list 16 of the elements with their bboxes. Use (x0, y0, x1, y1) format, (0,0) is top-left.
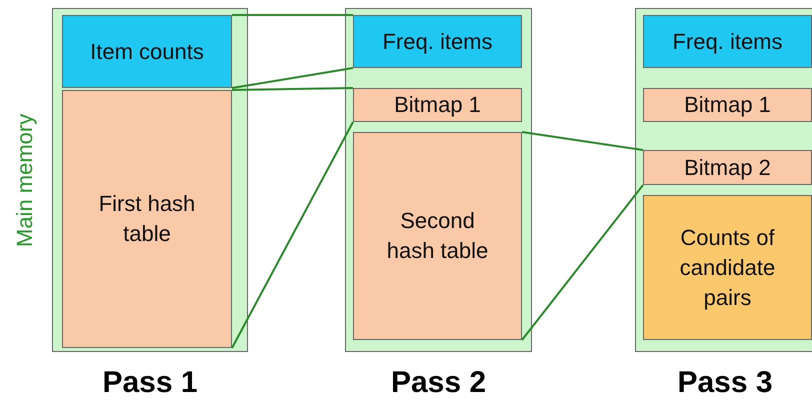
axis-label: Main memory (12, 112, 38, 249)
projection-line (232, 67, 354, 89)
memory-block: First hash table (62, 90, 232, 348)
memory-block: Second hash table (353, 132, 522, 340)
pass-heading: Pass 1 (101, 366, 199, 400)
memory-block: Freq. items (643, 15, 812, 68)
pass-heading: Pass 3 (676, 366, 774, 400)
memory-block: Item counts (62, 15, 232, 88)
memory-block: Bitmap 2 (643, 150, 812, 185)
projection-line (232, 14, 353, 16)
memory-block: Freq. items (353, 15, 522, 68)
projection-line (232, 87, 354, 91)
memory-block: Counts of candidate pairs (643, 195, 812, 340)
memory-block: Bitmap 1 (353, 88, 522, 122)
pass-heading: Pass 2 (390, 366, 488, 400)
memory-block: Bitmap 1 (643, 88, 812, 122)
